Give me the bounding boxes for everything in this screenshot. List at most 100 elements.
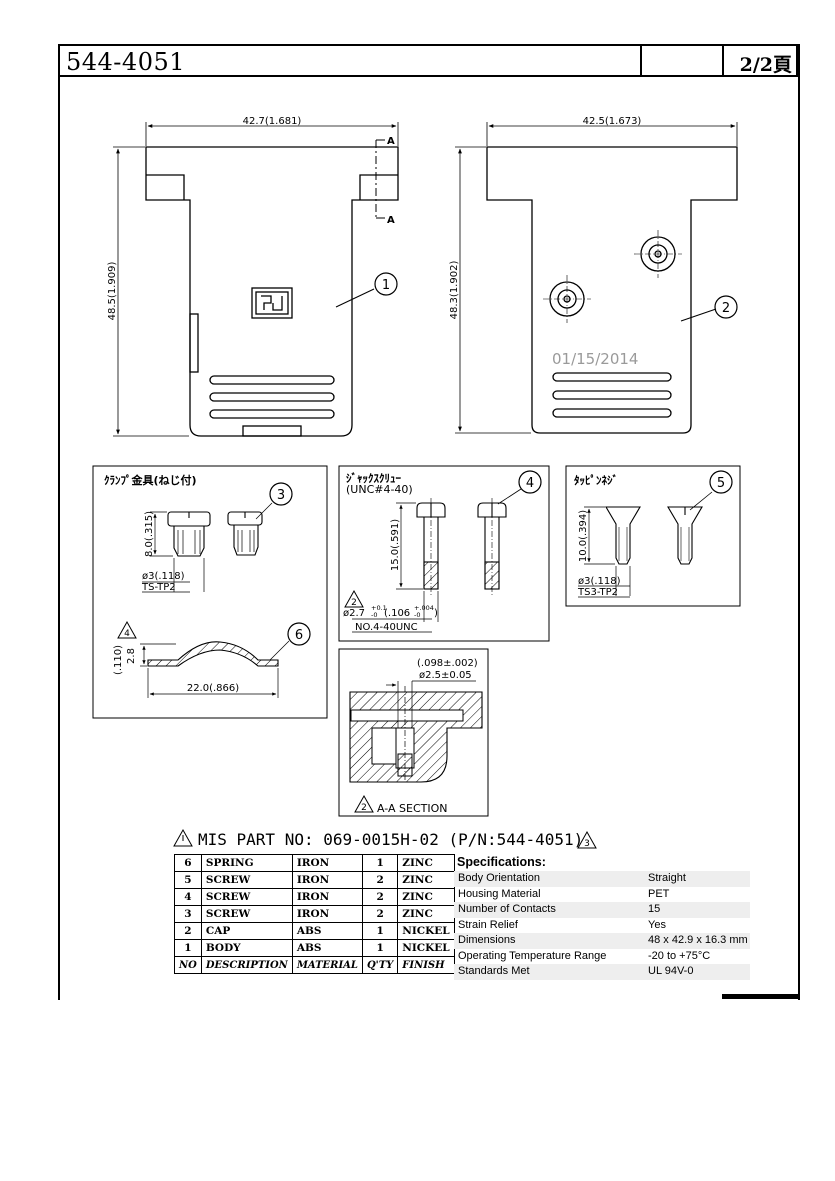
spec-row: Dimensions 48 x 42.9 x 16.3 mm xyxy=(454,933,750,949)
spring-length-dim: 22.0(.866) xyxy=(187,683,239,694)
tapping-detail-title: ﾀｯﾋﾟﾝﾈｼﾞ xyxy=(574,474,618,487)
jackscrew-tol-inch-top: +.004 xyxy=(414,604,434,612)
delta-note-1 xyxy=(173,828,193,847)
jackscrew-tol-inch-bot: -0 xyxy=(414,611,420,619)
dim-body-height: 48.5(1.909) xyxy=(107,262,118,321)
bom-cell-desc: BODY xyxy=(200,939,293,957)
spec-key: Housing Material xyxy=(458,887,541,900)
body-part-view xyxy=(145,146,399,437)
bom-cell-finish: ZINC xyxy=(397,871,455,889)
bom-cell-desc: CAP xyxy=(200,922,293,940)
clamp-screw-drawing xyxy=(167,511,263,557)
spec-value: 15 xyxy=(648,903,661,915)
jackscrew-dia: ø2.7 xyxy=(343,608,365,619)
bom-cell-no: 4 xyxy=(174,888,202,906)
clamp-dia-dim: ø3(.118) xyxy=(142,571,185,582)
bom-cell-no: 1 xyxy=(174,939,202,957)
bom-header-no: NO xyxy=(174,956,202,974)
spec-key: Strain Relief xyxy=(458,918,518,931)
spec-key: Number of Contacts xyxy=(458,903,556,915)
svg-text:6: 6 xyxy=(295,628,303,643)
clamp-detail-title: ｸﾗﾝﾌﾟ金具(ねじ付) xyxy=(104,474,197,487)
spec-row: Strain Relief Yes xyxy=(454,918,750,934)
spec-value: PET xyxy=(648,887,670,900)
spec-value: Yes xyxy=(648,918,666,931)
page-number: 2/2頁 xyxy=(739,54,792,76)
bom-cell-mat: ABS xyxy=(291,922,363,940)
bom-header-mat: MATERIAL xyxy=(291,956,363,974)
section-label: A-A SECTION xyxy=(377,802,448,815)
svg-text:2: 2 xyxy=(722,301,730,316)
clamp-thread: TS-TP2 xyxy=(141,582,176,593)
dim-cap-width: 42.5(1.673) xyxy=(583,116,642,127)
svg-text:2: 2 xyxy=(351,598,357,608)
balloon-6: 6 xyxy=(287,622,311,646)
svg-text:1: 1 xyxy=(382,278,390,293)
delta-note-4: 4 xyxy=(117,620,137,639)
spec-key: Operating Temperature Range xyxy=(458,949,607,962)
spec-value: UL 94V-0 xyxy=(648,965,694,977)
bom-cell-no: 5 xyxy=(174,871,202,889)
tapping-dia-dim: ø3(.118) xyxy=(578,576,621,587)
spec-value: -20 to +75°C xyxy=(648,949,711,962)
bom-cell-desc: SCREW xyxy=(200,888,293,906)
section-line-a xyxy=(375,139,385,219)
bom-cell-desc: SPRING xyxy=(200,854,293,872)
bom-cell-no: 2 xyxy=(174,922,202,940)
cap-part-view xyxy=(486,146,738,434)
bom-header-qty: Q'TY xyxy=(361,956,399,974)
spec-value: Straight xyxy=(648,872,686,884)
bom-cell-qty: 2 xyxy=(361,905,399,923)
part-number: 544-4051 xyxy=(66,48,185,76)
jackscrew-thread: NO.4-40UNC xyxy=(355,622,418,633)
specs-title: Specifications: xyxy=(457,855,546,869)
bom-cell-mat: ABS xyxy=(291,939,363,957)
bom-cell-finish: NICKEL xyxy=(397,939,455,957)
bottom-rule xyxy=(722,994,798,999)
mis-part-line: MIS PART NO: 069-0015H-02 (P/N:544-4051) xyxy=(198,830,584,849)
svg-text:5: 5 xyxy=(717,476,725,491)
spring-height-mm: 2.8 xyxy=(126,648,137,664)
bom-cell-qty: 2 xyxy=(361,888,399,906)
bom-cell-qty: 1 xyxy=(361,854,399,872)
balloon-4: 4 xyxy=(518,470,542,494)
bom-cell-finish: ZINC xyxy=(397,905,455,923)
balloon-3: 3 xyxy=(269,482,293,506)
bom-cell-mat: IRON xyxy=(291,888,363,906)
spring-drawing xyxy=(147,641,279,667)
title-cell-page: 2/2頁 xyxy=(722,46,798,76)
detail-box-tapping xyxy=(565,465,741,607)
bom-cell-qty: 2 xyxy=(361,871,399,889)
jackscrew-height-dim: 15.0(.591) xyxy=(390,519,401,571)
section-label-bottom: A xyxy=(387,215,395,226)
detail-box-jackscrew xyxy=(338,465,550,642)
clamp-height-dim: 8.0(.315) xyxy=(144,511,155,557)
svg-text:3: 3 xyxy=(277,488,285,503)
jackscrew-dia-end: ) xyxy=(434,608,438,619)
jackscrew-dia-inch: (.106 xyxy=(384,608,410,619)
tapping-thread: TS3-TP2 xyxy=(577,587,618,598)
jackscrew-tol-bot: -0 xyxy=(371,611,377,619)
spec-key: Dimensions xyxy=(458,934,516,946)
balloon-2: 2 xyxy=(714,295,738,319)
balloon-5: 5 xyxy=(709,470,733,494)
title-cell-blank xyxy=(640,46,724,75)
spec-value: 48 x 42.9 x 16.3 mm xyxy=(648,934,748,946)
detail-box-section xyxy=(338,648,489,817)
bom-cell-qty: 1 xyxy=(361,939,399,957)
spring-height-inch: (.110) xyxy=(113,645,124,675)
spec-row: Operating Temperature Range -20 to +75°C xyxy=(454,949,750,965)
dim-body-width: 42.7(1.681) xyxy=(243,116,302,127)
